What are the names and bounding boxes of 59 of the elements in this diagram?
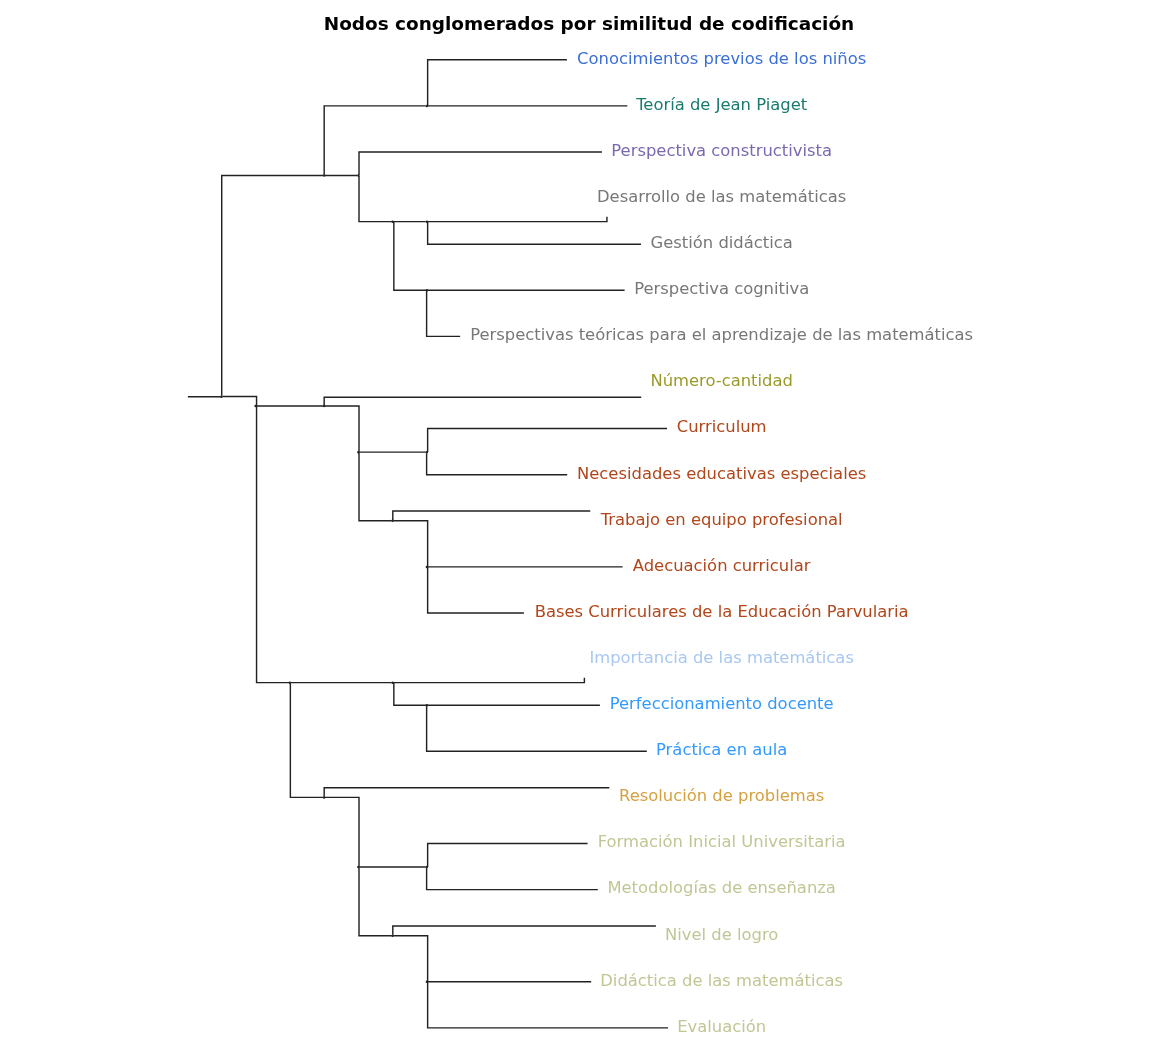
node-point [425,703,429,707]
node-text: Metodologías de enseñanza [607,878,836,898]
connector [426,221,642,245]
node-text: Número-cantidad [650,371,793,391]
node-text: Práctica en aula [656,740,788,760]
node-point [425,450,429,454]
connector [427,704,601,706]
node-text: Evaluación [677,1016,767,1036]
connector [289,682,324,799]
node-text: Necesidades educativas especiales [577,463,867,483]
node-point [391,681,394,684]
node-point [425,220,429,223]
connector [392,510,591,521]
node-point [357,450,360,454]
node-text: Perspectivas teóricas para el aprendizaje de las matemáticas [470,325,974,345]
connector [425,705,648,752]
node-point [425,565,429,569]
node-text: Perspectiva cognitiva [634,279,810,299]
node-point [357,865,360,869]
node-text: Perfeccionamiento docente [609,694,834,714]
node-point [425,289,429,292]
node-point [391,220,394,223]
node-point [254,404,257,408]
connector [392,925,657,936]
connector [427,215,608,223]
node-point [220,395,223,399]
node-text: Bases Curriculares de la Educación Parvularia [534,601,909,621]
connector [427,289,626,291]
node-text: Formación Inicial Universitaria [597,832,846,852]
node-point [391,934,394,937]
node-text: Importancia de las matemáticas [589,647,854,667]
connector [425,290,461,338]
connector [255,405,290,684]
node-text: Desarrollo de las matemáticas [596,186,847,206]
node-text: Conocimientos previos de los niños [577,48,867,68]
connector [323,786,611,798]
node-text: Adecuación curricular [632,555,811,575]
node-point [322,174,326,177]
node-point [425,104,429,108]
node-point [357,174,360,177]
connector [358,151,603,176]
node-text: Teoría de Jean Piaget [636,94,808,114]
node-point [425,865,429,869]
node-point [425,980,429,984]
node-text: Gestión didáctica [650,233,793,253]
diagram-title: Nodos conglomerados por similitud de codificación [323,13,855,35]
node-text: Didáctica de las matemáticas [600,970,844,990]
node-text: Trabajo en equipo profesional [600,509,843,529]
connector [324,174,358,177]
node-point [288,681,292,684]
connector [255,405,324,407]
node-text: Resolución de problemas [618,786,825,806]
connector [323,396,642,406]
node-point [322,796,326,799]
node-text: Nivel de logro [664,924,779,944]
node-point [391,519,394,523]
node-text: Curriculum [676,417,767,437]
node-text: Perspectiva constructivista [611,140,832,160]
node-point [322,404,326,408]
